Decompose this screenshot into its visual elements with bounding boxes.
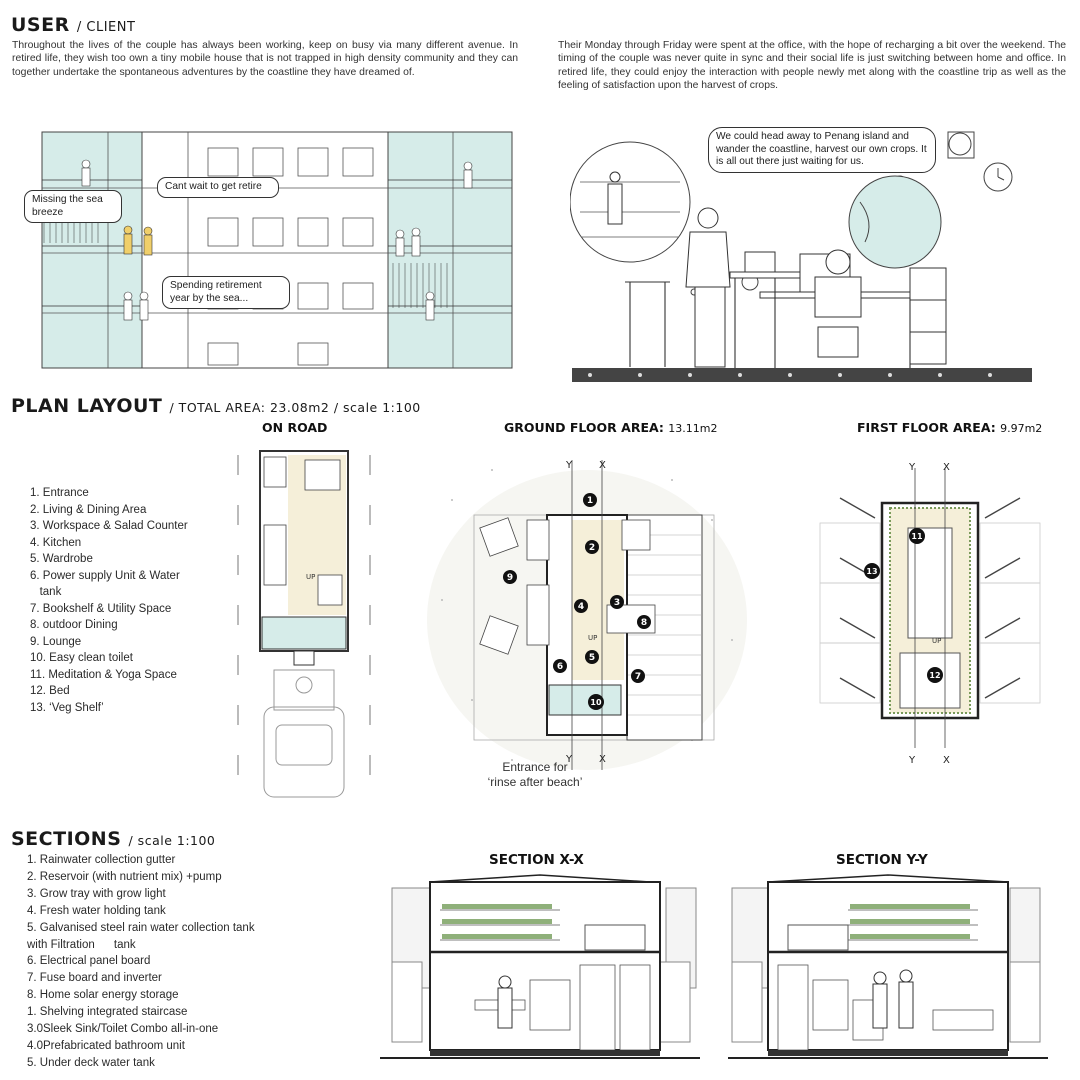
first-floor-plan: Y X Y X UP 11 12 13 [819,462,1041,766]
legend-item: 8. Home solar energy storage [27,989,179,1002]
legend-item: tank [30,586,62,598]
user-paragraph-left: Throughout the lives of the couple has a… [12,40,518,78]
ground-floor-area: 13.11m2 [668,422,718,435]
entrance-caption-line-2: ‘rinse after beach’ [487,775,583,789]
section-y-label-bottom: Y [565,754,573,765]
section-x-label-top: X [599,460,606,471]
legend-item: 13. ‘Veg Shelf’ [30,701,104,714]
section-x-label-bottom: X [599,754,606,765]
speech-bubble-cant-wait: Cant wait to get retire [157,177,279,198]
legend-item: 1. Rainwater collection gutter [27,854,176,866]
on-road-plan: UP [237,450,371,798]
legend-item: 2. Living & Dining Area [30,503,147,516]
up-label-onroad: UP [306,573,315,581]
plan-legend: 1. Entrance 2. Living & Dining Area 3. W… [30,485,188,716]
legend-item: 5. Wardrobe [30,553,93,565]
marker-8: 8 [641,618,647,628]
first-floor-title: FIRST FLOOR AREA: 9.97m2 [857,420,1042,435]
legend-item: with Filtration tank [27,938,136,951]
legend-item: 5. Galvanised steel rain water collectio… [27,921,255,934]
marker-12: 12 [929,671,940,680]
ground-floor-plan: Y X Y X UP 1 2 3 4 5 6 7 8 9 10 [427,460,747,770]
up-label-ground: UP [588,634,597,642]
section-yy-title: SECTION Y-Y [836,852,928,868]
legend-item: 4.0Prefabricated bathroom unit [27,1039,185,1052]
entrance-caption-line-1: Entrance for [502,760,568,774]
marker-1: 1 [587,496,593,506]
user-section-title: USER / CLIENT [11,14,135,36]
legend-item: 2. Reservoir (with nutrient mix) +pump [27,870,222,883]
marker-3: 3 [614,598,620,608]
section-xx-drawing [380,874,700,1059]
legend-item: 4. Fresh water holding tank [27,904,166,917]
legend-item: 10. Easy clean toilet [30,652,133,664]
legend-item: 9. Lounge [30,635,82,648]
sections-section-title: SECTIONS / scale 1:100 [11,828,215,850]
ff-y-label-bottom: Y [908,755,916,766]
speech-bubble-penang: We could head away to Penang island and … [708,127,936,173]
marker-7: 7 [635,672,641,682]
plan-subtitle: / TOTAL AREA: 23.08m2 / scale 1:100 [169,400,421,415]
legend-item: 8. outdoor Dining [30,619,118,631]
apartment-illustration [41,131,513,369]
user-title: USER [11,14,70,36]
legend-item: 5. Under deck water tank [27,1056,155,1069]
ground-floor-title: GROUND FLOOR AREA: 13.11m2 [504,420,717,435]
ff-y-label-top: Y [908,462,916,473]
speech-bubble-missing: Missing the sea breeze [24,190,122,223]
legend-item: 1. Shelving integrated staircase [27,1006,188,1019]
marker-10: 10 [590,698,602,707]
marker-9: 9 [507,573,513,583]
on-road-title: ON ROAD [262,420,328,435]
legend-item: 7. Fuse board and inverter [27,972,162,985]
section-xx-title: SECTION X-X [489,852,584,868]
office-illustration [570,131,1032,382]
marker-4: 4 [578,602,584,612]
first-floor-area: 9.97m2 [1000,422,1043,435]
sections-legend: 1. Rainwater collection gutter 2. Reserv… [27,852,255,1072]
legend-item: 3.0Sleek Sink/Toilet Combo all-in-one [27,1023,219,1036]
legend-item: 3. Grow tray with grow light [27,887,166,900]
ff-x-label-top: X [943,462,950,473]
user-subtitle: / CLIENT [76,20,136,35]
speech-bubble-spending: Spending retirement year by the sea... [162,276,290,309]
legend-item: 11. Meditation & Yoga Space [30,668,177,681]
legend-item: 6. Power supply Unit & Water [30,569,180,582]
user-paragraph-right: Their Monday through Friday were spent a… [558,40,1066,92]
entrance-caption: Entrance for ‘rinse after beach’ [465,760,605,790]
first-floor-label: FIRST FLOOR AREA: [857,420,996,435]
sections-title: SECTIONS [11,828,122,850]
marker-6: 6 [557,662,563,672]
marker-5: 5 [589,653,595,663]
marker-2: 2 [589,543,595,553]
ground-floor-label: GROUND FLOOR AREA: [504,420,664,435]
plan-title: PLAN LAYOUT [11,395,163,417]
marker-13: 13 [866,567,877,576]
marker-11: 11 [911,532,923,541]
sections-subtitle: / scale 1:100 [128,833,216,848]
plan-section-title: PLAN LAYOUT / TOTAL AREA: 23.08m2 / scal… [11,395,421,417]
section-yy-drawing [728,874,1048,1059]
legend-item: 4. Kitchen [30,536,82,549]
legend-item: 6. Electrical panel board [27,955,151,968]
ff-x-label-bottom: X [943,755,950,766]
up-label-first: UP [932,637,941,645]
legend-item: 7. Bookshelf & Utility Space [30,602,172,615]
section-y-label-top: Y [565,460,573,471]
legend-item: 1. Entrance [30,487,89,499]
legend-item: 3. Workspace & Salad Counter [30,520,188,532]
legend-item: 12. Bed [30,685,70,697]
